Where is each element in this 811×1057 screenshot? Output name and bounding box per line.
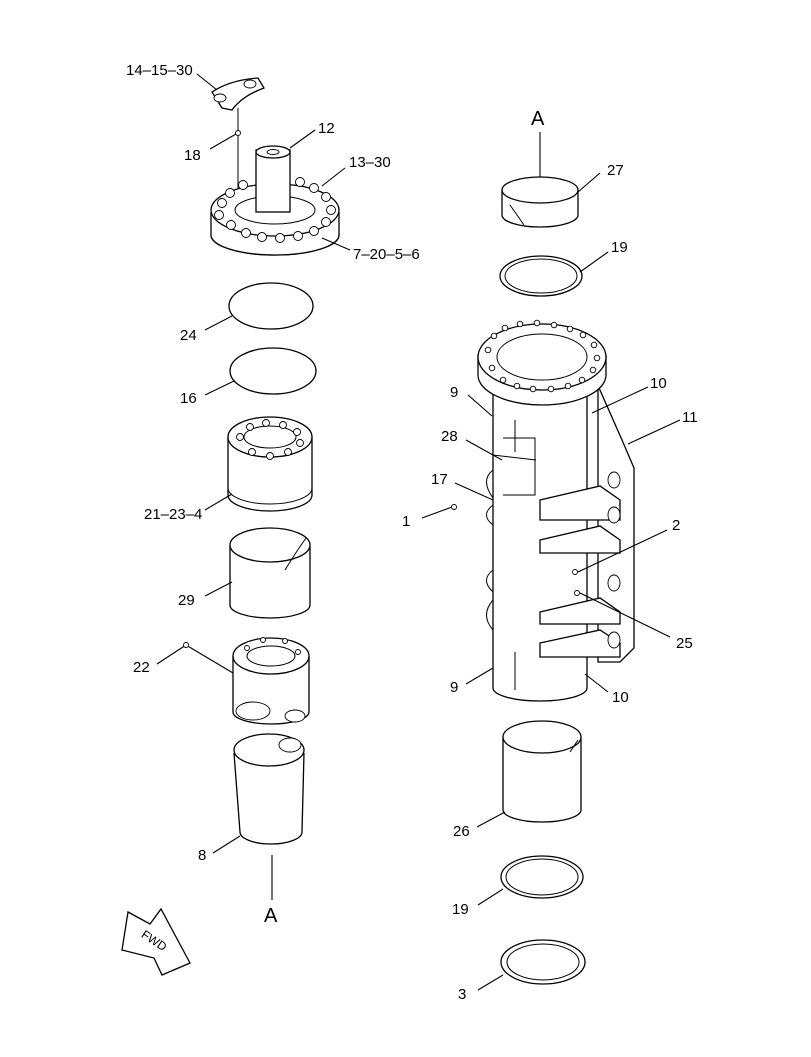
callout-10-bottom: 10 xyxy=(612,689,629,706)
callout-17: 17 xyxy=(431,471,448,488)
part-flanged-cap-12-13-7 xyxy=(210,145,340,256)
callout-24: 24 xyxy=(180,327,197,344)
callout-19-bottom: 19 xyxy=(452,901,469,918)
part-sleeve-29 xyxy=(229,527,311,619)
callout-3: 3 xyxy=(458,986,466,1003)
flange-bolt-pattern xyxy=(214,177,336,243)
part-pin-18 xyxy=(235,108,241,190)
part-oring-24 xyxy=(228,282,314,330)
part-housing-main xyxy=(451,323,635,702)
callout-labels: 14–15–30 18 12 13–30 7–20–5–6 24 16 21–2… xyxy=(126,62,698,1003)
part-seal-19-top xyxy=(499,255,583,297)
callout-a-top: A xyxy=(531,108,545,130)
callout-10-top: 10 xyxy=(650,375,667,392)
leader-lines xyxy=(156,73,681,991)
part-bushing-27 xyxy=(501,176,579,228)
callout-1: 1 xyxy=(402,513,410,530)
part-oring-16 xyxy=(229,347,317,395)
part-seal-19-bottom xyxy=(500,855,584,899)
callout-11: 11 xyxy=(682,409,698,426)
callout-28: 28 xyxy=(441,428,458,445)
callout-9-bottom: 9 xyxy=(450,679,458,696)
part-clamp-14-15-30 xyxy=(211,77,265,111)
callout-25: 25 xyxy=(676,635,693,652)
callout-2: 2 xyxy=(672,517,680,534)
part-sleeve-26 xyxy=(502,720,582,823)
forward-direction-arrow: FWD xyxy=(121,907,191,976)
part-bushing-22 xyxy=(232,637,310,725)
callout-13-30: 13–30 xyxy=(349,154,391,171)
part-ring-3 xyxy=(500,939,586,985)
callout-22: 22 xyxy=(133,659,150,676)
callout-18: 18 xyxy=(184,147,201,164)
part-hub-21-23-4 xyxy=(227,416,313,512)
callout-29: 29 xyxy=(178,592,195,609)
callout-27: 27 xyxy=(607,162,624,179)
part-pin-8 xyxy=(233,733,305,845)
callout-16: 16 xyxy=(180,390,197,407)
callout-19-top: 19 xyxy=(611,239,628,256)
callout-12: 12 xyxy=(318,120,335,137)
callout-a-bottom: A xyxy=(264,905,278,927)
callout-9-top: 9 xyxy=(450,384,458,401)
callout-26: 26 xyxy=(453,823,470,840)
callout-8: 8 xyxy=(198,847,206,864)
callout-7-20-5-6: 7–20–5–6 xyxy=(353,246,420,263)
housing-flange-bolt-pattern xyxy=(484,319,601,393)
callout-21-23-4: 21–23–4 xyxy=(144,506,202,523)
callout-14-15-30: 14–15–30 xyxy=(126,62,193,79)
